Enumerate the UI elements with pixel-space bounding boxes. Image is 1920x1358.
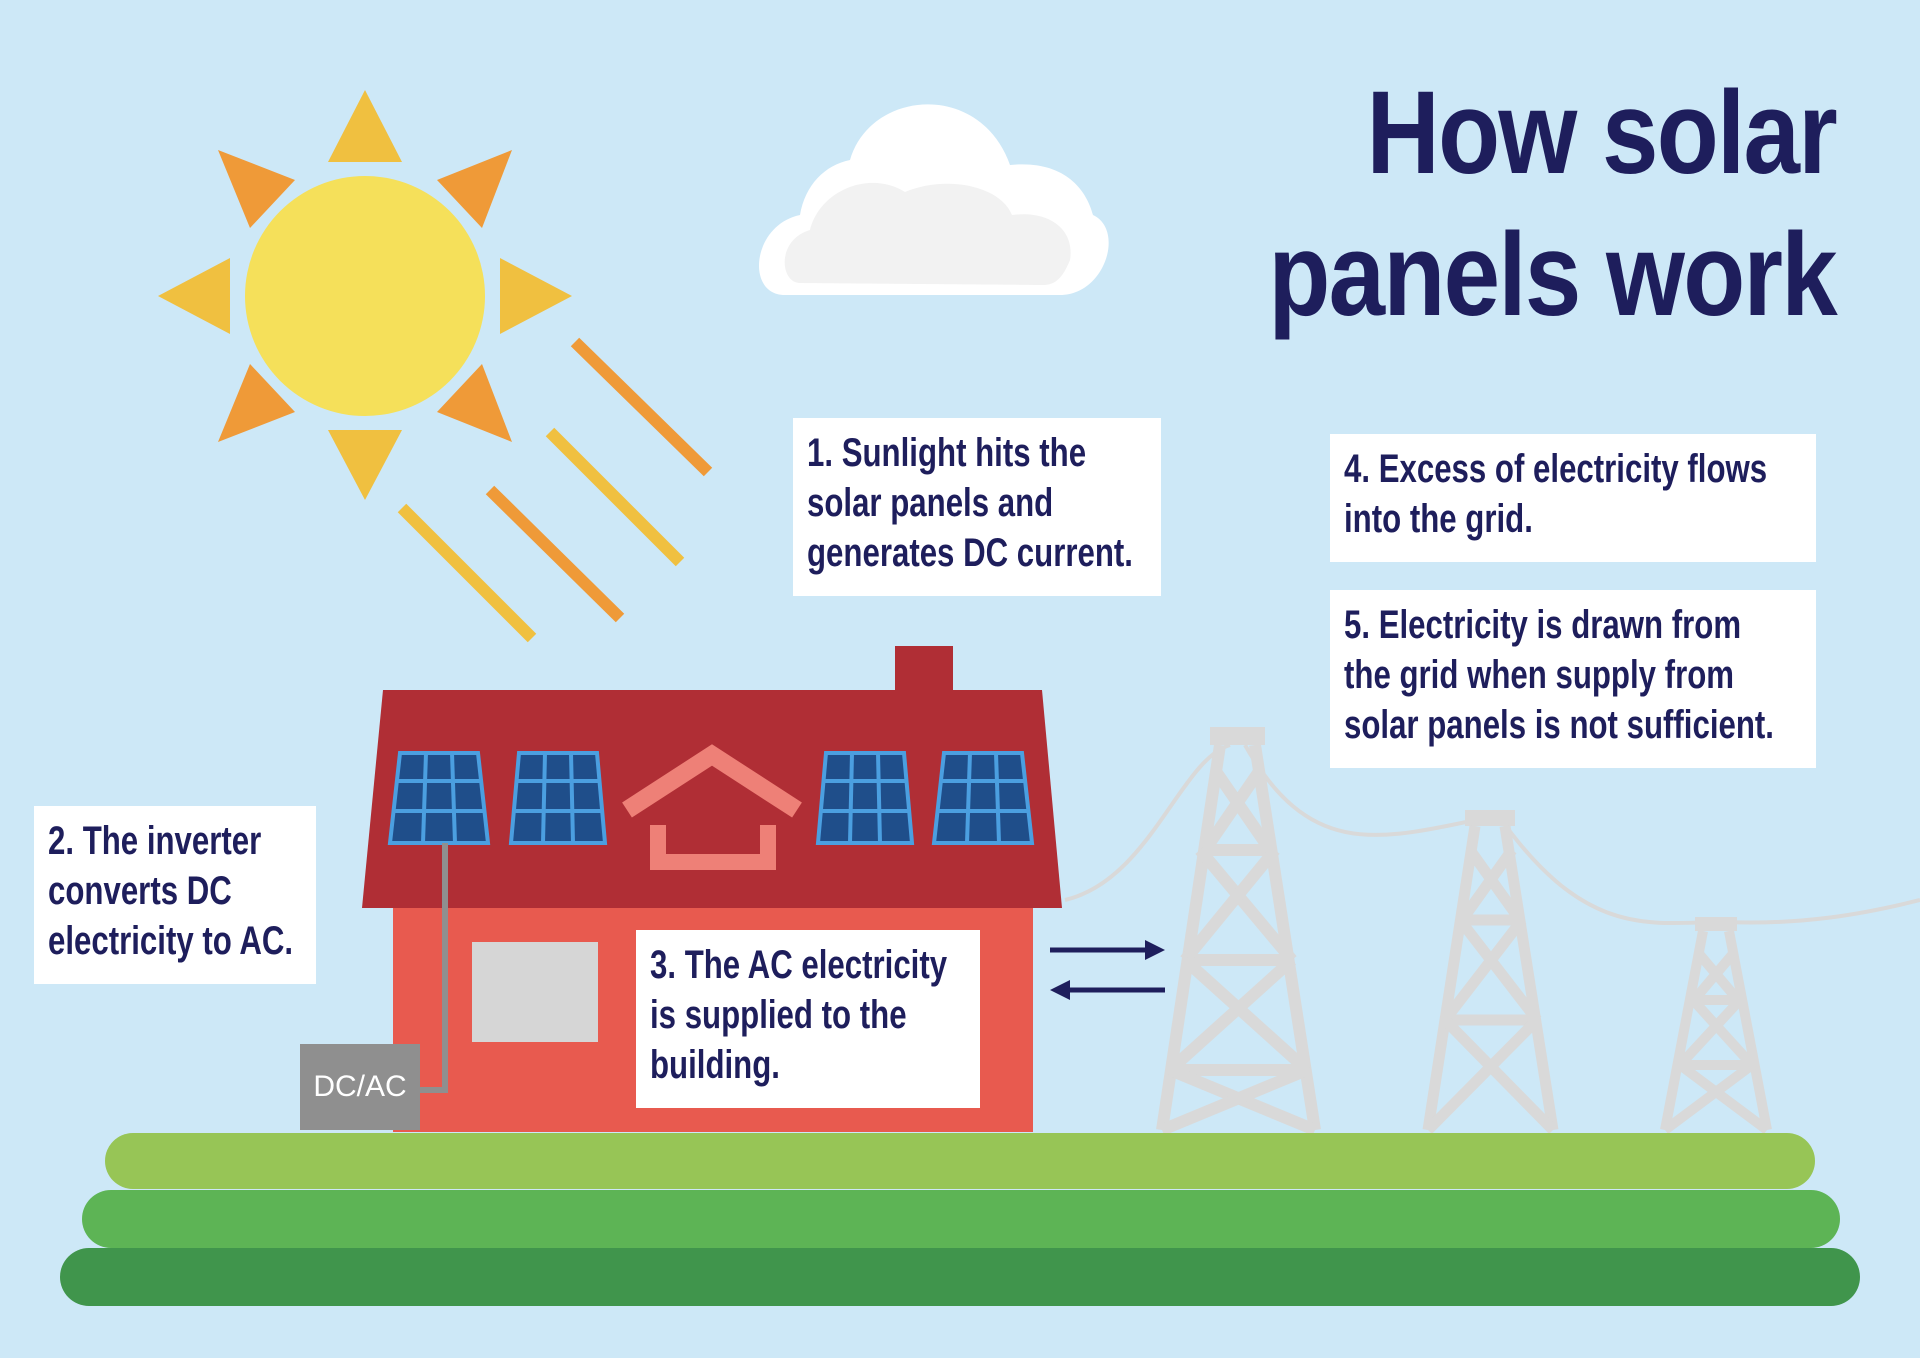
title-line-1: How solar: [1366, 67, 1838, 199]
step-2-text: 2. The inverter converts DC electricity …: [48, 819, 294, 963]
two-way-arrow-icon: [1050, 940, 1165, 1000]
step-4-text: 4. Excess of electricity flows into the …: [1344, 447, 1768, 541]
power-tower-small: [1660, 917, 1772, 1135]
title-line-2: panels work: [1268, 209, 1837, 341]
inverter-wire: [415, 843, 448, 1093]
grass-ground: [60, 1133, 1860, 1306]
step-5-box: 5. Electricity is drawn from the grid wh…: [1330, 590, 1816, 768]
power-lines: [1064, 743, 1920, 926]
inverter-label: DC/AC: [313, 1070, 407, 1103]
sun-icon: [158, 90, 572, 500]
step-4-box: 4. Excess of electricity flows into the …: [1330, 434, 1816, 562]
solar-panel-icon: [387, 751, 1035, 845]
step-5-text: 5. Electricity is drawn from the grid wh…: [1344, 603, 1774, 747]
step-1-text: 1. Sunlight hits the solar panels and ge…: [807, 431, 1133, 575]
house-window: [472, 942, 598, 1042]
step-3-text: 3. The AC electricity is supplied to the…: [650, 943, 948, 1087]
step-1-box: 1. Sunlight hits the solar panels and ge…: [793, 418, 1161, 596]
step-3-box: 3. The AC electricity is supplied to the…: [636, 930, 980, 1108]
inverter-box: [300, 1044, 420, 1130]
step-2-box: 2. The inverter converts DC electricity …: [34, 806, 316, 984]
power-tower-large: [1156, 727, 1321, 1136]
sunray-lines: [397, 337, 713, 643]
page-title: How solar panels work: [1268, 62, 1838, 346]
power-tower-medium: [1422, 810, 1559, 1134]
cloud-icon: [758, 104, 1109, 295]
